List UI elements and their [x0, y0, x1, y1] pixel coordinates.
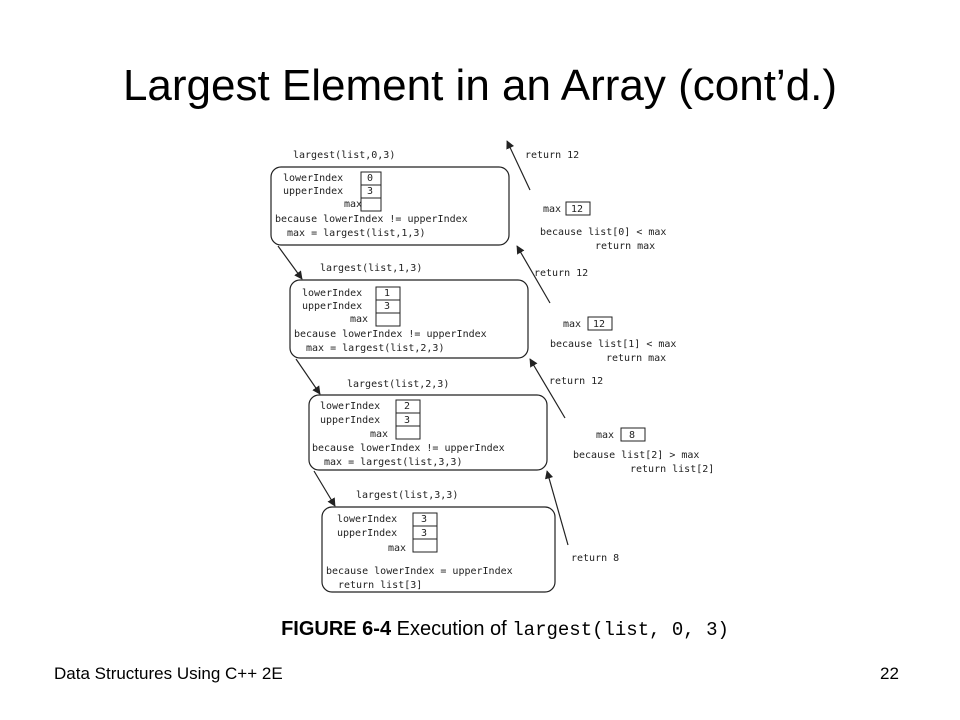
- frame-condition: because lowerIndex != upperIndex: [312, 443, 505, 454]
- frame-row-label: max: [388, 543, 406, 554]
- call-frame-0: largest(list,0,3) lowerIndex upperIndex …: [270, 150, 510, 246]
- frame-row-label: lowerIndex: [302, 288, 362, 299]
- frame-action: max = largest(list,2,3): [306, 343, 444, 354]
- caption-text: Execution of: [391, 618, 513, 640]
- return-arrow: [529, 358, 566, 419]
- return-statement: return list[2]: [630, 464, 714, 475]
- frame-condition: because lowerIndex != upperIndex: [294, 329, 487, 340]
- call-frame-1: largest(list,1,3) lowerIndex upperIndex …: [289, 263, 529, 359]
- call-arrow: [277, 245, 303, 280]
- return-statement: return max: [606, 353, 666, 364]
- return-arrow: [506, 140, 531, 191]
- return-reason: because list[1] < max: [550, 339, 676, 350]
- frame-row-label: upperIndex: [337, 528, 397, 539]
- frame-condition: because lowerIndex = upperIndex: [326, 566, 513, 577]
- frame-row-value: 2: [404, 401, 410, 412]
- call-arrow: [313, 470, 336, 507]
- max-value: 12: [593, 319, 605, 330]
- frame-row-label: lowerIndex: [320, 401, 380, 412]
- return-statement: return max: [595, 241, 655, 252]
- figure-caption: FIGURE 6-4 Execution of largest(list, 0,…: [0, 616, 960, 643]
- frame-row-value: 0: [367, 173, 373, 184]
- figure-number: FIGURE 6-4: [281, 618, 392, 640]
- return-annotation-0: return 12 max 12 because list[0] < max r…: [525, 150, 666, 252]
- call-arrow: [295, 358, 321, 395]
- return-label: return 12: [525, 150, 579, 161]
- frame-row-value: 3: [421, 528, 427, 539]
- frame-row-label: lowerIndex: [283, 173, 343, 184]
- return-label: return 12: [534, 268, 588, 279]
- footer-course-title: Data Structures Using C++ 2E: [54, 664, 283, 683]
- frame-row-label: max: [344, 199, 362, 210]
- max-value: 12: [571, 204, 583, 215]
- frame-call-label: largest(list,3,3): [356, 490, 458, 501]
- frame-row-value: 3: [384, 301, 390, 312]
- frame-condition: because lowerIndex != upperIndex: [275, 214, 468, 225]
- caption-code: largest(list, 0, 3): [512, 619, 729, 641]
- frame-call-label: largest(list,1,3): [320, 263, 422, 274]
- max-label: max: [596, 430, 614, 441]
- return-annotation-3: return 8: [571, 553, 619, 564]
- slide-title: Largest Element in an Array (cont’d.): [122, 61, 838, 110]
- return-label: return 12: [549, 376, 603, 387]
- return-reason: because list[0] < max: [540, 227, 666, 238]
- return-label: return 8: [571, 553, 619, 564]
- return-arrow: [545, 470, 569, 546]
- frame-row-label: max: [350, 314, 368, 325]
- call-arrows: [277, 245, 336, 507]
- frame-action: max = largest(list,1,3): [287, 228, 425, 239]
- frame-row-label: lowerIndex: [337, 514, 397, 525]
- frame-row-value: 3: [367, 186, 373, 197]
- frame-row-label: upperIndex: [283, 186, 343, 197]
- return-arrows: [506, 140, 569, 546]
- frame-row-value: 1: [384, 288, 390, 299]
- frame-row-label: max: [370, 429, 388, 440]
- return-reason: because list[2] > max: [573, 450, 699, 461]
- return-arrow: [516, 245, 551, 304]
- max-label: max: [563, 319, 581, 330]
- frame-action: max = largest(list,3,3): [324, 457, 462, 468]
- frame-row-label: upperIndex: [320, 415, 380, 426]
- return-annotation-2: return 12 max 8 because list[2] > max re…: [549, 376, 714, 475]
- max-label: max: [543, 204, 561, 215]
- return-annotation-1: return 12 max 12 because list[1] < max r…: [534, 268, 676, 364]
- call-frame-3: largest(list,3,3) lowerIndex upperIndex …: [321, 490, 556, 593]
- max-value: 8: [629, 430, 635, 441]
- frame-action: return list[3]: [338, 580, 422, 591]
- frame-row-value: 3: [404, 415, 410, 426]
- frame-call-label: largest(list,0,3): [293, 150, 395, 161]
- frame-row-label: upperIndex: [302, 301, 362, 312]
- frame-row-value: 3: [421, 514, 427, 525]
- footer-page-number: 22: [880, 664, 899, 683]
- call-frame-2: largest(list,2,3) lowerIndex upperIndex …: [308, 379, 548, 471]
- frame-call-label: largest(list,2,3): [347, 379, 449, 390]
